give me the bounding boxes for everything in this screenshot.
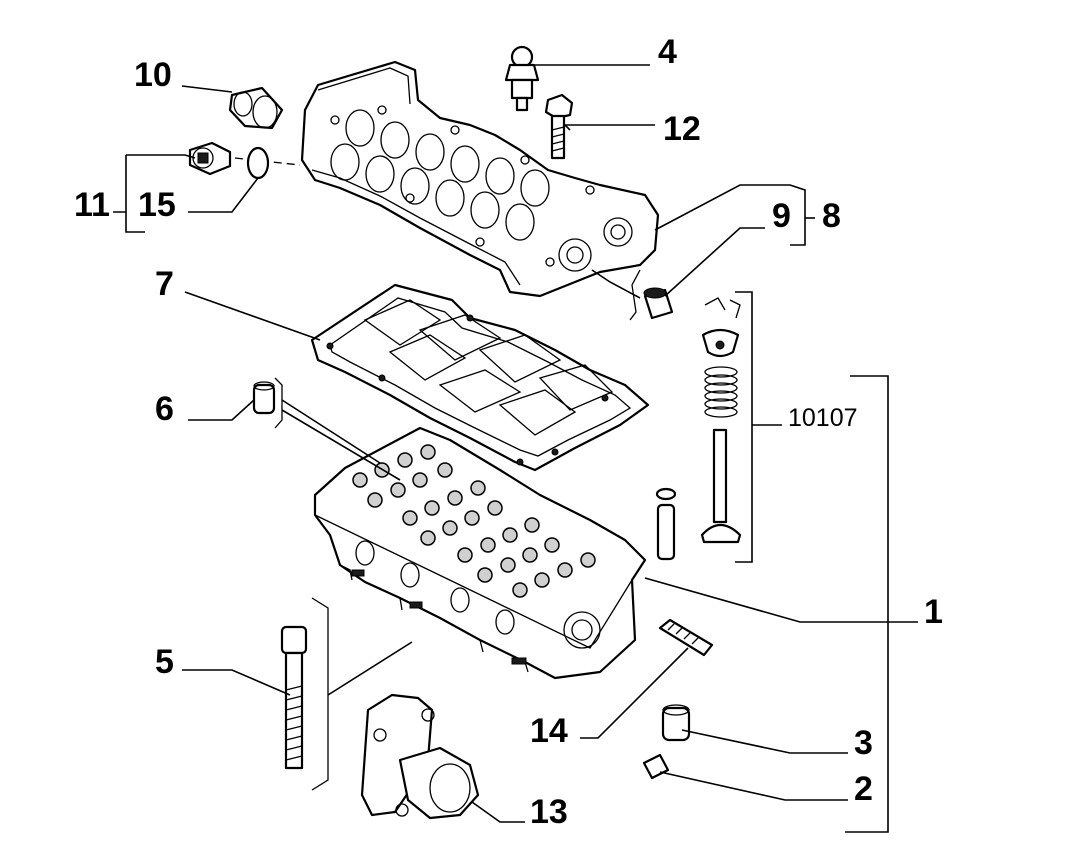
callout-14: 14 — [530, 712, 568, 750]
valve-assembly-10107 — [655, 297, 742, 561]
callout-5: 5 — [155, 643, 174, 681]
callout-9: 9 — [772, 197, 791, 235]
cap-3 — [661, 704, 691, 742]
callout-8: 8 — [822, 197, 841, 235]
callout-2: 2 — [854, 770, 873, 808]
reference-10107: 10107 — [788, 404, 858, 432]
gasket-7 — [310, 283, 650, 472]
camshaft-carrier — [300, 60, 660, 298]
callout-11: 11 — [74, 186, 110, 224]
head-bolt-5 — [280, 625, 308, 770]
housing-13 — [360, 693, 480, 820]
screw-plug-11 — [188, 141, 232, 176]
callout-7: 7 — [155, 265, 174, 303]
leader-lines — [113, 64, 918, 833]
seal-ring-15 — [246, 146, 270, 180]
callout-12: 12 — [663, 110, 701, 148]
bush-9 — [643, 287, 674, 320]
bolt-12 — [544, 93, 574, 160]
callout-4: 4 — [658, 33, 677, 71]
callout-13: 13 — [530, 793, 568, 831]
callout-10: 10 — [134, 56, 172, 94]
plug-10 — [228, 86, 284, 130]
callout-1: 1 — [924, 593, 943, 631]
callout-15: 15 — [138, 186, 176, 224]
stud-14 — [658, 618, 714, 657]
cylinder-head-1 — [313, 426, 647, 680]
plug-2 — [642, 753, 670, 780]
callout-3: 3 — [854, 724, 873, 762]
sensor-4 — [504, 45, 540, 112]
dowel-6 — [252, 381, 276, 415]
callout-6: 6 — [155, 390, 174, 428]
